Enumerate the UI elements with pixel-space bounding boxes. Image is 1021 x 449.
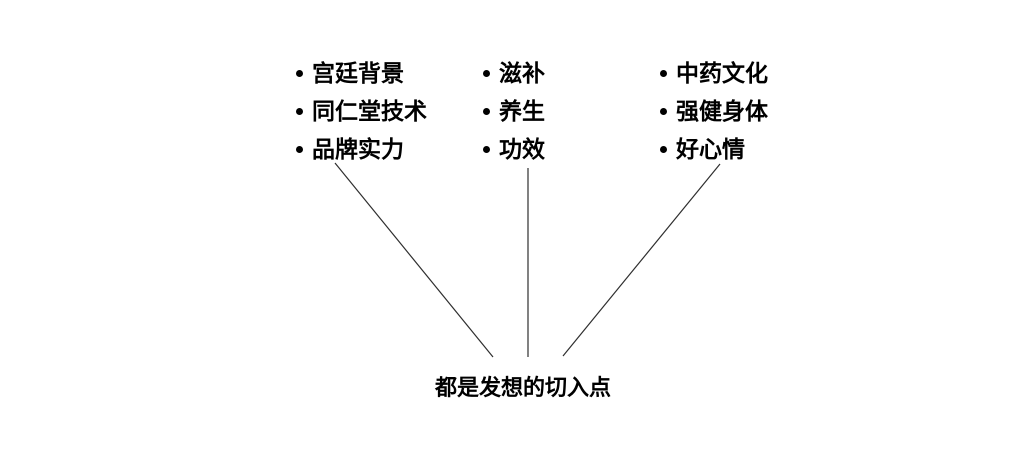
list-item-label: 功效 [499, 135, 545, 162]
list-item-label: 养生 [499, 97, 545, 124]
bullet-icon [296, 145, 303, 153]
conclusion-label: 都是发想的切入点 [434, 375, 612, 400]
list-group-left: 宫廷背景 同仁堂技术 品牌实力 [296, 54, 427, 168]
bullet-icon [483, 145, 490, 153]
bullet-icon [660, 145, 667, 153]
bullet-icon [296, 107, 303, 115]
list-item: 滋补 [483, 54, 545, 92]
bullet-icon [296, 69, 303, 77]
list-item: 功效 [483, 130, 545, 168]
list-item-label: 中药文化 [676, 59, 768, 86]
list-item: 品牌实力 [296, 130, 427, 168]
list-item: 中药文化 [660, 54, 768, 92]
bullet-icon [483, 107, 490, 115]
connector-line-left [334, 162, 494, 358]
list-item: 宫廷背景 [296, 54, 427, 92]
list-item-label: 宫廷背景 [312, 59, 404, 86]
list-item: 养生 [483, 92, 545, 130]
list-item-label: 好心情 [676, 135, 745, 162]
list-item-label: 品牌实力 [312, 135, 404, 162]
list-item-label: 同仁堂技术 [312, 97, 427, 124]
list-item-label: 滋补 [499, 59, 545, 86]
list-item: 强健身体 [660, 92, 768, 130]
bullet-icon [660, 107, 667, 115]
bullet-icon [483, 69, 490, 77]
list-group-right: 中药文化 强健身体 好心情 [660, 54, 768, 168]
list-item: 好心情 [660, 130, 768, 168]
list-group-middle: 滋补 养生 功效 [483, 54, 545, 168]
connector-line-right [562, 163, 721, 357]
list-item: 同仁堂技术 [296, 92, 427, 130]
list-item-label: 强健身体 [676, 97, 768, 124]
bullet-icon [660, 69, 667, 77]
